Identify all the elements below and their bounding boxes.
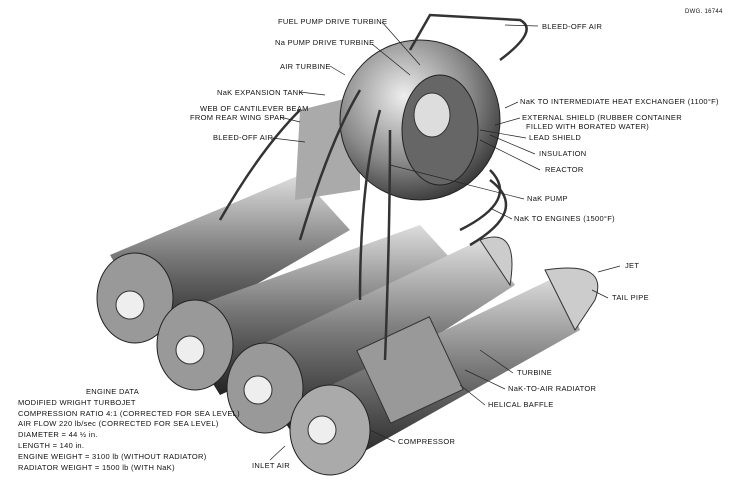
label-tail-pipe: TAIL PIPE — [612, 293, 649, 302]
label-nak-to-engines: NaK TO ENGINES (1500°F) — [514, 214, 615, 223]
label-external-shield-line2: FILLED WITH BORATED WATER) — [526, 122, 650, 131]
label-insulation: INSULATION — [539, 149, 587, 158]
label-nak-pump: NaK PUMP — [527, 194, 568, 203]
reactor-core — [413, 92, 451, 138]
label-reactor: REACTOR — [545, 165, 584, 174]
label-lead-shield: LEAD SHIELD — [529, 133, 582, 142]
label-bleed-off-air-left: BLEED-OFF AIR — [213, 133, 274, 142]
engine-data-line: DIAMETER = 44 ½ in. — [18, 430, 98, 440]
engine-data-line: RADIATOR WEIGHT = 1500 lb (WITH NaK) — [18, 462, 175, 472]
label-helical-baffle: HELICAL BAFFLE — [488, 400, 554, 409]
engine-1 — [96, 175, 350, 344]
engine-data-line: MODIFIED WRIGHT TURBOJET — [18, 397, 136, 407]
label-turbine: TURBINE — [517, 368, 553, 377]
label-compressor: COMPRESSOR — [398, 437, 456, 446]
label-nak-expansion-tank: NaK EXPANSION TANK — [217, 88, 304, 97]
radiator — [356, 316, 464, 424]
engine-data-line: LENGTH = 140 in. — [18, 440, 85, 450]
pipes — [218, 13, 528, 361]
engine-3 — [226, 236, 515, 434]
engine-data-line: ENGINE WEIGHT = 3100 lb (WITHOUT RADIATO… — [18, 451, 207, 461]
label-nak-to-heat-exchanger: NaK TO INTERMEDIATE HEAT EXCHANGER (1100… — [520, 97, 719, 106]
engine-data-block: ENGINE DATA MODIFIED WRIGHT TURBOJET COM… — [18, 387, 240, 473]
label-bleed-off-air-top: BLEED-OFF AIR — [542, 22, 603, 31]
leader-lines — [269, 21, 621, 461]
label-web-beam-line1: WEB OF CANTILEVER BEAM — [200, 104, 309, 113]
engine-4 — [289, 267, 599, 476]
label-jet: JET — [625, 261, 640, 270]
engine-data-line: COMPRESSION RATIO 4:1 (CORRECTED FOR SEA… — [18, 408, 240, 418]
drawing-number: DWG. 16744 — [685, 9, 723, 15]
label-air-turbine: AIR TURBINE — [280, 62, 331, 71]
label-inlet-air: INLET AIR — [252, 461, 290, 470]
engine-data-title: ENGINE DATA — [86, 387, 140, 396]
label-na-pump-drive-turbine: Na PUMP DRIVE TURBINE — [275, 38, 375, 47]
label-external-shield-line1: EXTERNAL SHIELD (RUBBER CONTAINER — [522, 113, 682, 122]
label-web-beam-line2: FROM REAR WING SPAR — [190, 113, 286, 122]
engine-data-line: AIR FLOW 220 lb/sec (CORRECTED FOR SEA L… — [18, 419, 219, 429]
label-fuel-pump-drive-turbine: FUEL PUMP DRIVE TURBINE — [278, 17, 388, 26]
label-nak-to-air-radiator: NaK-TO-AIR RADIATOR — [508, 384, 597, 393]
